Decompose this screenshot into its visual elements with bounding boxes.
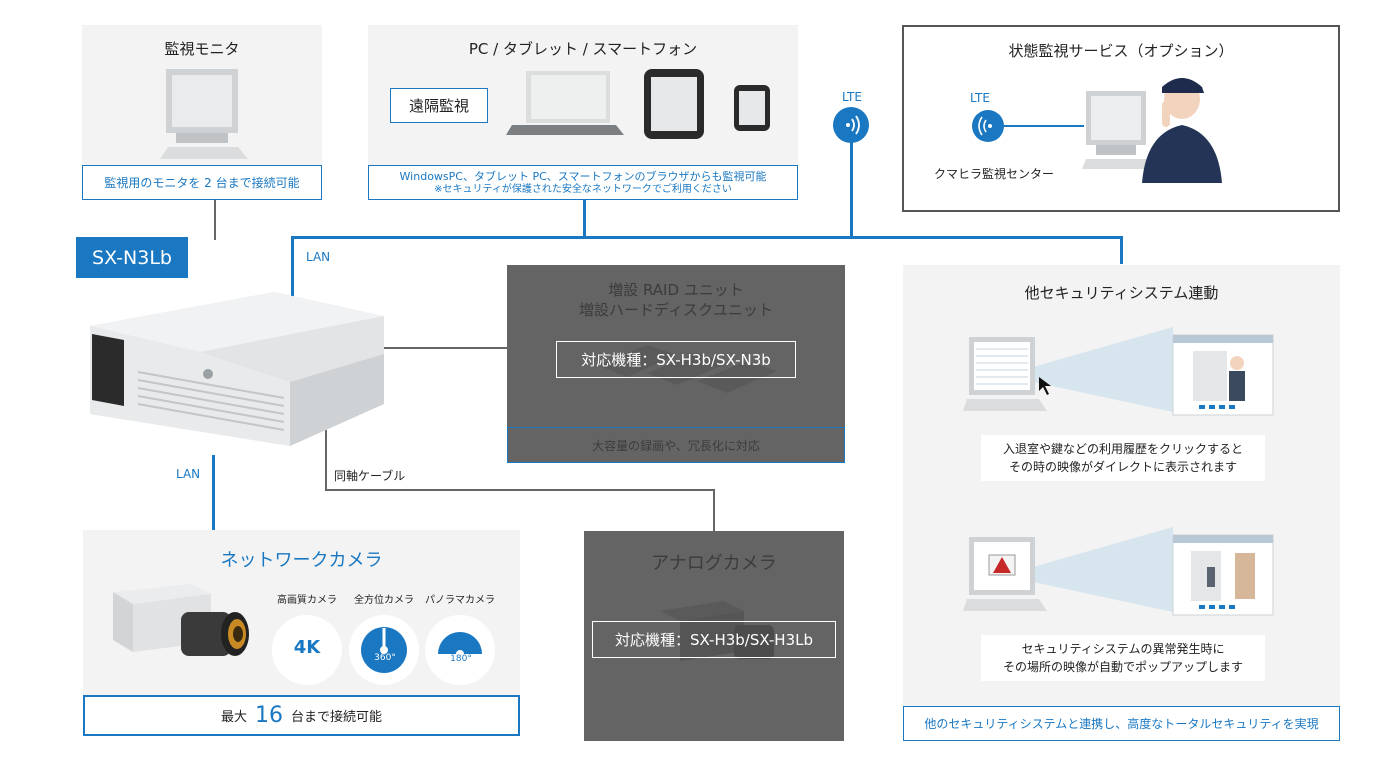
lte-main-label: LTE [842, 90, 862, 104]
remote-note: WindowsPC、タブレット PC、スマートフォンのブラウザからも監視可能 ※… [368, 165, 798, 200]
security-panel: 他セキュリティシステム連動 入退室や鍵などの利用履歴をクリックすると その時の映… [903, 265, 1340, 741]
raid-title-line2: 増設ハードディスクユニット [579, 301, 773, 319]
access-log-desc-line1: 入退室や鍵などの利用履歴をクリックすると [1002, 442, 1243, 456]
coax-line-horizontal [325, 489, 715, 491]
coax-line-vertical [325, 430, 327, 490]
camera-type-4k-value: 4K [293, 637, 321, 658]
raid-link-line [384, 347, 508, 349]
panorama-icon [438, 632, 482, 658]
model-badge-text: SX-N3Lb [92, 246, 172, 269]
network-camera-title: ネットワークカメラ [220, 550, 383, 571]
remote-note-line1: WindowsPC、タブレット PC、スマートフォンのブラウザからも監視可能 [399, 169, 767, 183]
security-panel-title: 他セキュリティシステム連動 [1024, 284, 1219, 302]
camera-type-360-label: 全方位カメラ [354, 595, 414, 606]
remote-note-line2: ※セキュリティが保護された安全なネットワークでご利用ください [434, 183, 732, 195]
remote-monitoring-text: 遠隔監視 [408, 97, 469, 115]
model-badge: SX-N3Lb [76, 237, 188, 278]
camera-type-4k-label: 高画質カメラ [277, 595, 337, 606]
security-note: 他のセキュリティシステムと連携し、高度なトータルセキュリティを実現 [903, 706, 1340, 741]
monitor-panel: 監視モニタ 監視用のモニタを 2 台まで接続可能 [82, 25, 322, 200]
monitoring-center-label: クマヒラ監視センター [934, 167, 1055, 181]
alarm-desc-line1: セキュリティシステムの異常発生時に [1021, 642, 1225, 656]
status-lte-icon [972, 110, 1004, 142]
access-log-desc-box: 入退室や鍵などの利用履歴をクリックすると その時の映像がダイレクトに表示されます [981, 435, 1265, 481]
lan-drop-remote [583, 200, 586, 238]
omnidirectional-icon [361, 627, 407, 673]
coax-cable-label: 同軸ケーブル [334, 469, 406, 483]
monitor-note-text: 監視用のモニタを 2 台まで接続可能 [104, 176, 300, 190]
alarm-popup-scene-icon [963, 527, 1274, 616]
analog-camera-icon [660, 601, 774, 661]
lan-top-label: LAN [306, 250, 331, 264]
camera-type-4k-circle [272, 615, 342, 685]
coax-line-drop [713, 489, 715, 531]
access-log-desc-line2: その時の映像がダイレクトに表示されます [1008, 460, 1237, 474]
tablet-icon [644, 69, 704, 139]
security-note-text: 他のセキュリティシステムと連携し、高度なトータルセキュリティを実現 [924, 717, 1319, 731]
smartphone-icon [734, 85, 770, 131]
raid-note-box: 大容量の録画や、冗長化に対応 [507, 427, 845, 463]
lan-drop-security [1120, 236, 1123, 264]
raid-spec-box: 対応機種：SX-H3b/SX-N3b [556, 341, 796, 378]
monitor-note: 監視用のモニタを 2 台まで接続可能 [82, 165, 322, 200]
raid-title-line1: 増設 RAID ユニット [608, 281, 744, 299]
lan-bottom-label: LAN [176, 467, 201, 481]
status-lte-label: LTE [970, 91, 990, 105]
analog-spec-box: 対応機種：SX-H3b/SX-H3Lb [592, 621, 836, 658]
lan-drop-camera [212, 455, 215, 530]
laptop-icon [506, 71, 624, 135]
lte-antenna-icon [833, 107, 869, 143]
analog-spec-text: 対応機種：SX-H3b/SX-H3Lb [614, 631, 814, 649]
remote-panel: PC / タブレット / スマートフォン 遠隔監視 WindowsPC、タブレッ… [368, 25, 798, 200]
raid-spec-text: 対応機種：SX-H3b/SX-N3b [581, 351, 771, 369]
access-log-scene-icon [963, 327, 1274, 416]
lan-drop-recorder [291, 236, 294, 298]
remote-monitoring-label: 遠隔監視 [390, 88, 488, 123]
camera-note-suffix: 台まで接続可能 [291, 710, 383, 725]
monitor-link-line [214, 200, 216, 240]
network-camera-note: 最大 16 台まで接続可能 [83, 695, 520, 736]
status-panel: 状態監視サービス（オプション） LTE クマヒラ監視センター [902, 25, 1340, 212]
alarm-desc-box: セキュリティシステムの異常発生時に その場所の映像が自動でポップアップします [981, 635, 1265, 681]
desktop-monitor-icon [160, 69, 248, 159]
analog-camera-title: アナログカメラ [651, 553, 777, 574]
box-camera-icon [113, 584, 249, 656]
lte-drop-line [850, 140, 853, 238]
raid-panel: 増設 RAID ユニット 増設ハードディスクユニット 対応機種：SX-H3b/S… [507, 265, 845, 463]
network-camera-panel: ネットワークカメラ 高画質カメラ 4K 全方位カメラ 360° パノラマカメラ … [83, 530, 520, 736]
status-panel-title: 状態監視サービス（オプション） [1008, 42, 1234, 60]
status-link-line [1004, 125, 1084, 127]
camera-type-180-value: 180° [450, 654, 472, 664]
alarm-desc-line2: その場所の映像が自動でポップアップします [1002, 660, 1243, 674]
monitor-panel-title: 監視モニタ [164, 40, 240, 58]
remote-panel-title: PC / タブレット / スマートフォン [468, 40, 698, 58]
raid-note-text: 大容量の録画や、冗長化に対応 [592, 438, 760, 453]
camera-note-number: 16 [255, 703, 283, 728]
operator-monitor-icon [1082, 91, 1156, 169]
lan-backbone-horizontal [291, 236, 1123, 239]
analog-camera-panel: アナログカメラ 対応機種：SX-H3b/SX-H3Lb [584, 531, 844, 741]
recorder-device-icon [90, 292, 384, 446]
camera-type-180-label: パノラマカメラ [425, 595, 495, 606]
operator-person-icon [1142, 78, 1222, 183]
camera-type-360-value: 360° [374, 653, 396, 663]
camera-note-prefix: 最大 [220, 710, 247, 725]
